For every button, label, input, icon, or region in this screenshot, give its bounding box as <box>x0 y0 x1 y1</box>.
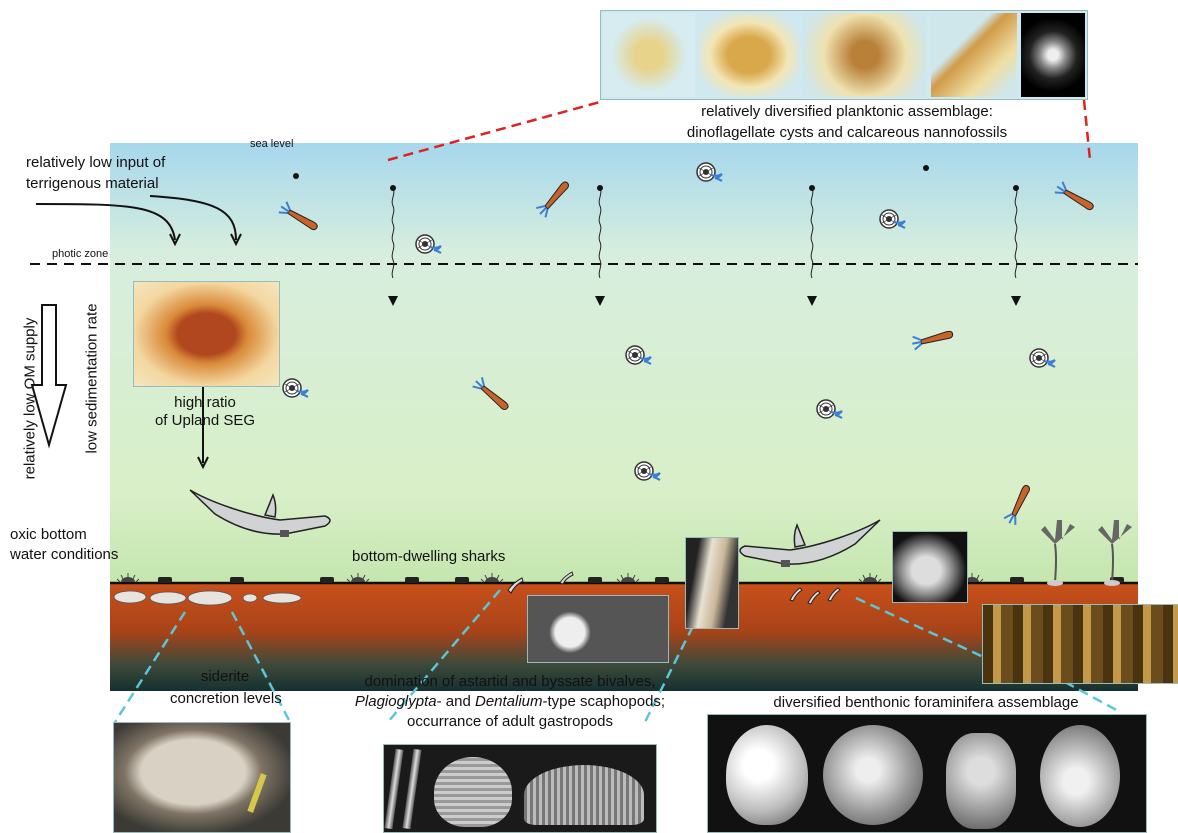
oxic-label-1: oxic bottom <box>10 526 87 543</box>
shark-tooth-photo <box>892 531 968 603</box>
plankton-label-1: relatively diversified planktonic assemb… <box>600 103 1094 120</box>
foram-2 <box>823 725 923 825</box>
om-supply-label: relatively low OM supply <box>22 314 39 484</box>
oxic-label-2: water conditions <box>10 546 118 563</box>
bivalves-label-1: domination of astartid and byssate bival… <box>300 673 720 690</box>
foraminifera-label: diversified benthonic foraminifera assem… <box>716 694 1136 711</box>
dinocyst-photo-1 <box>603 13 695 97</box>
upland-seg-photo <box>133 281 280 387</box>
bivalves-label-3: occurrance of adult gastropods <box>300 713 720 730</box>
foram-3 <box>946 733 1016 829</box>
foraminifera-photo <box>707 714 1147 833</box>
terrigenous-label-1: relatively low input of <box>26 154 165 171</box>
plankton-photo-strip <box>600 10 1088 100</box>
sedimentation-label: low sedimentation rate <box>84 284 101 474</box>
plankton-label-2: dinoflagellate cysts and calcareous nann… <box>600 124 1094 141</box>
dinocyst-photo-2 <box>699 13 799 97</box>
sea-level-label: sea level <box>250 136 293 153</box>
siderite-concretion-photo <box>113 722 291 833</box>
dinocyst-photo-3 <box>803 13 927 97</box>
photic-zone-label: photic zone <box>52 246 108 263</box>
scaphopod-bivalve-photo <box>383 744 657 833</box>
bivalves-photo <box>527 595 669 663</box>
nannofossil-photo <box>1021 13 1085 97</box>
dinocyst-photo-4 <box>931 13 1017 97</box>
terrigenous-label-2: terrigenous material <box>26 175 159 192</box>
gastropod-photo <box>685 537 739 629</box>
sharks-label: bottom-dwelling sharks <box>352 548 505 565</box>
foram-1 <box>726 725 808 825</box>
bivalves-label-2: Plagioglypta- and Dentalium-type scaphop… <box>300 693 720 710</box>
siderite-label-1: siderite <box>170 668 280 685</box>
seg-label-2: of Upland SEG <box>130 412 280 429</box>
foram-4 <box>1040 725 1120 827</box>
seg-label-1: high ratio <box>130 394 280 411</box>
trace-fossil-photo <box>982 604 1178 684</box>
siderite-label-2: concretion levels <box>170 690 280 707</box>
